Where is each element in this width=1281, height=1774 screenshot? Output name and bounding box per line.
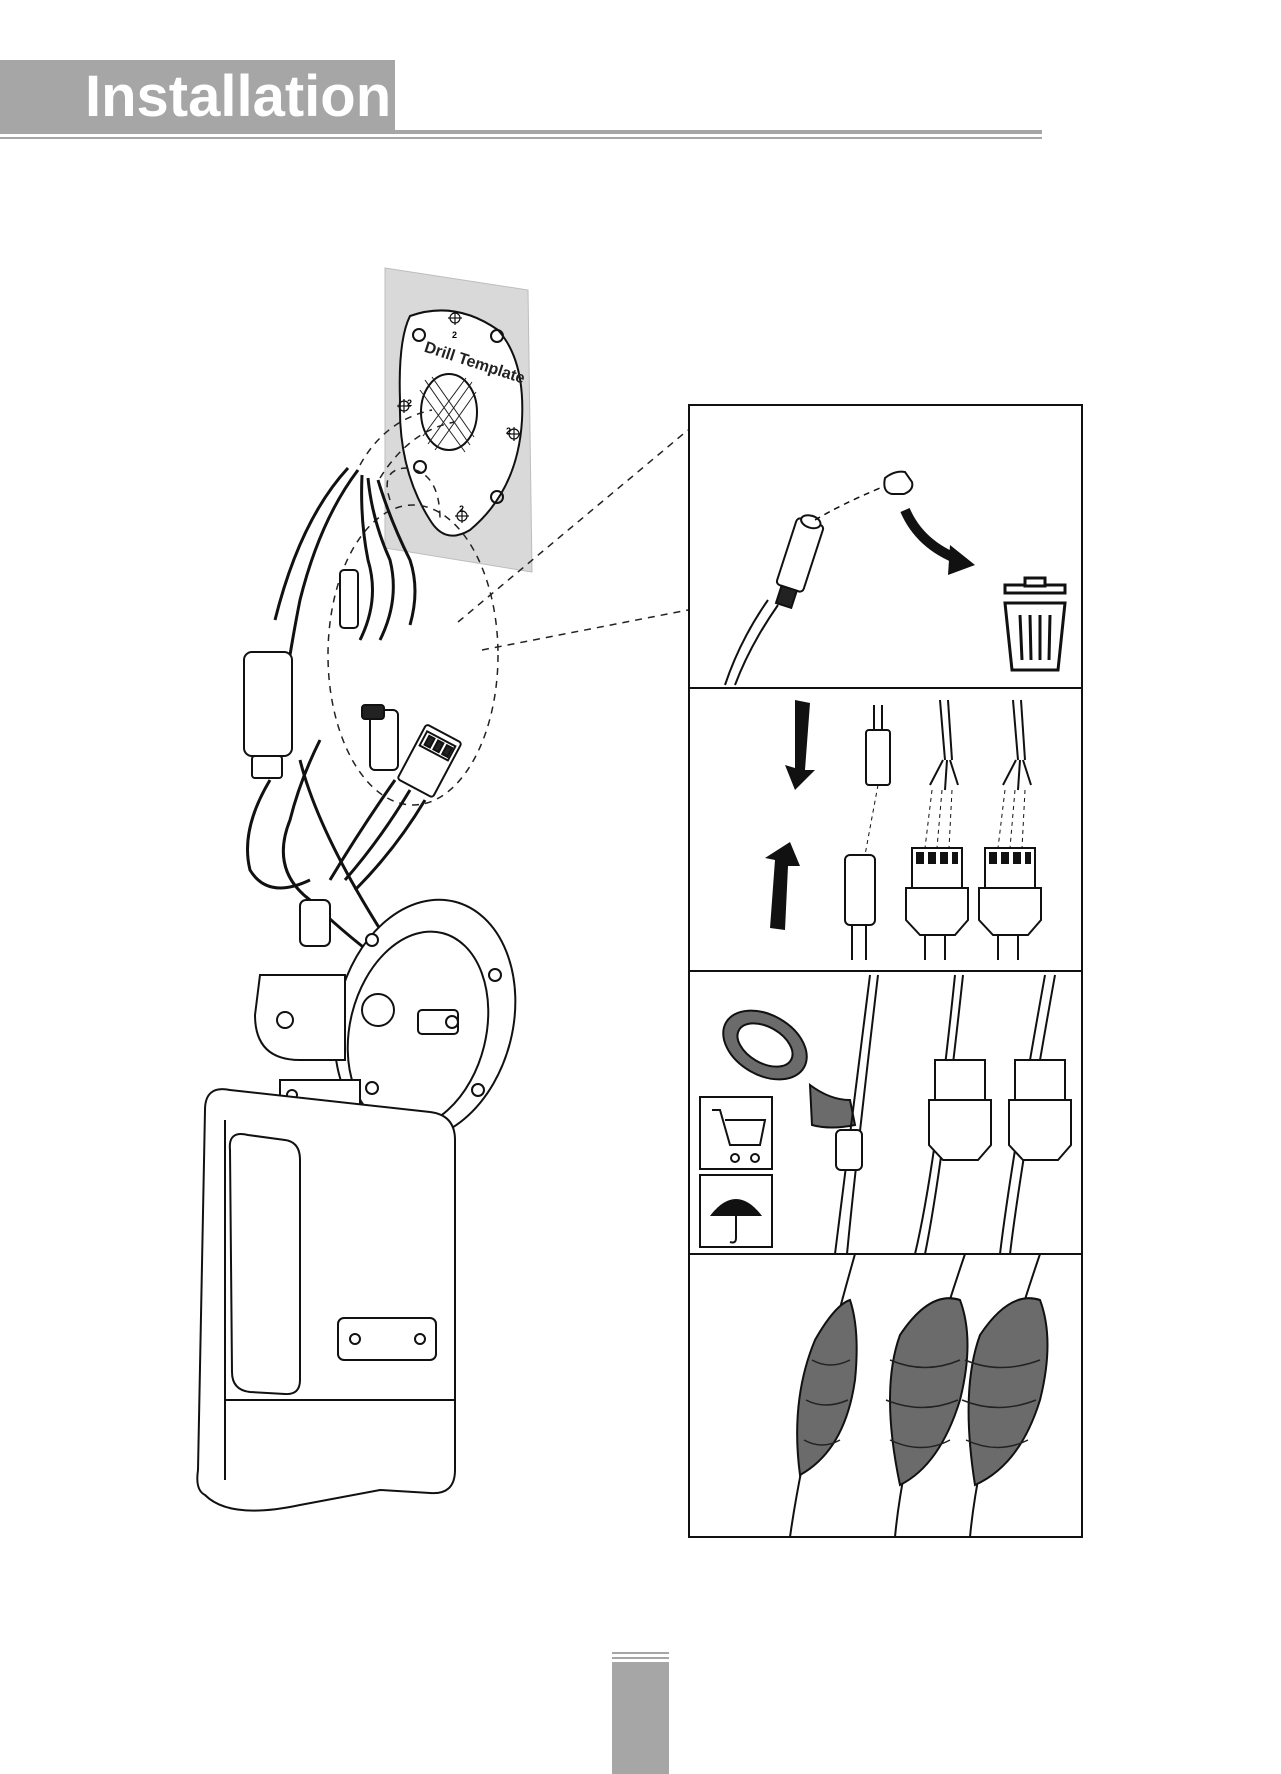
inline-connectors: [244, 570, 462, 946]
trash-icon: [1005, 578, 1065, 670]
step-panel-connect: [689, 688, 1082, 971]
footer-divider: [612, 1652, 669, 1654]
step-panel-tape: [689, 971, 1082, 1254]
hole-mark: 2: [452, 330, 457, 340]
wall-with-drill-template: Drill Template 2 2 2 2: [385, 268, 532, 572]
footer-divider-thin: [612, 1657, 669, 1659]
camera-housing: [197, 1089, 455, 1510]
page-number-tab: [612, 1662, 669, 1774]
step-panel-wrapped: [689, 1254, 1082, 1537]
step-panel-remove-cap: [689, 405, 1082, 688]
